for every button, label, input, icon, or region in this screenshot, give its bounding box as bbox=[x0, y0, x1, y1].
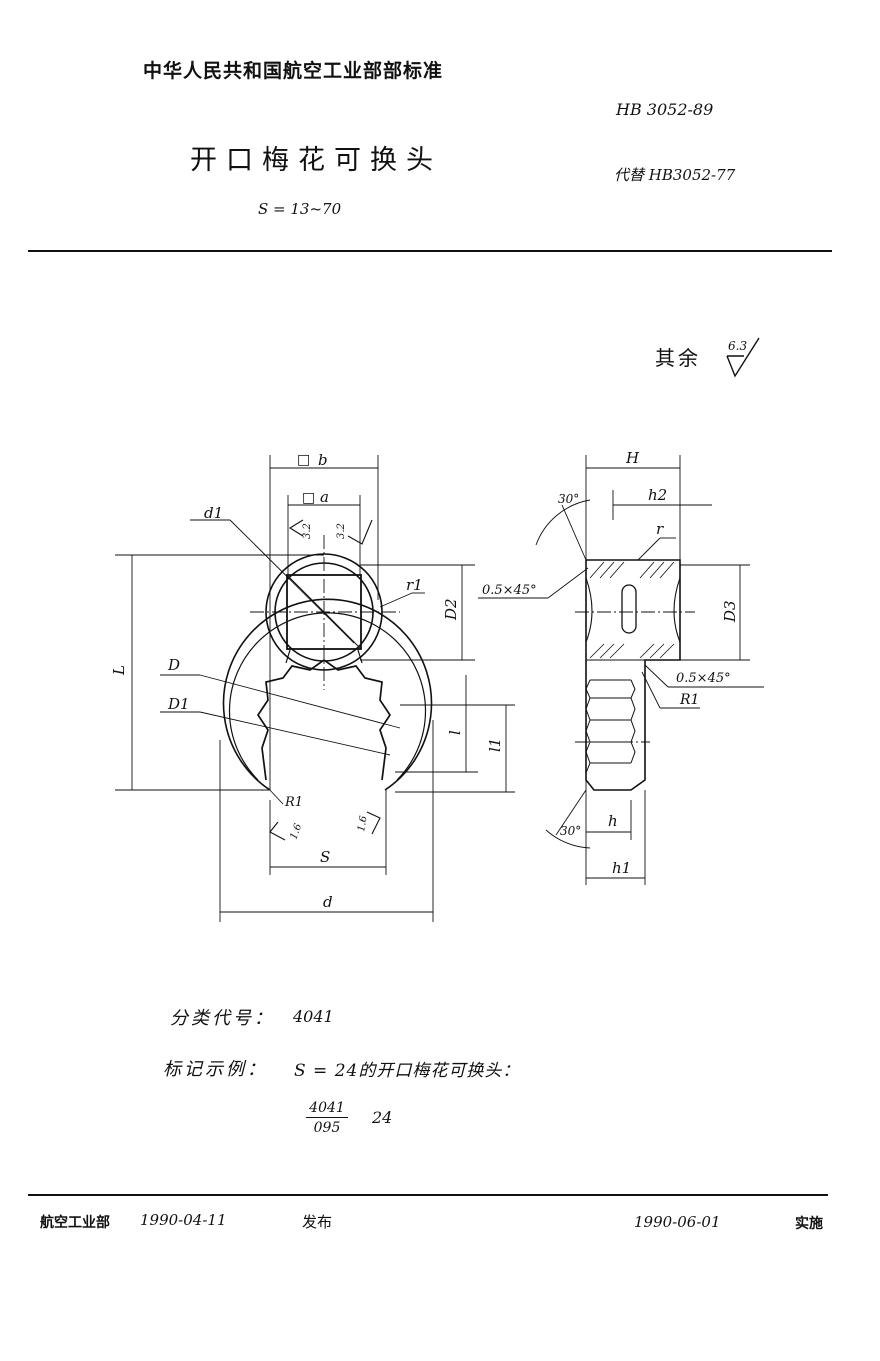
dim-b: b bbox=[318, 451, 328, 469]
size-range: S = 13~70 bbox=[258, 200, 342, 218]
classification-code: 4041 bbox=[293, 1007, 334, 1026]
dim-D2: D2 bbox=[442, 598, 460, 621]
dim-h2: h2 bbox=[648, 486, 667, 504]
rough-1-6-right: 1.6 bbox=[356, 814, 370, 832]
standard-number: HB 3052-89 bbox=[616, 100, 714, 119]
dim-R1: R1 bbox=[284, 795, 303, 810]
dim-l: l bbox=[446, 730, 464, 735]
dim-h1: h1 bbox=[612, 859, 631, 877]
side-view-dimensions bbox=[478, 455, 764, 885]
technical-drawing: □ b □ a d1 r1 D2 L D D1 l l1 R1 S d 3.2 … bbox=[110, 449, 764, 922]
footer-issuer: 航空工业部 bbox=[40, 1215, 110, 1231]
footer-implement-word: 实施 bbox=[795, 1216, 823, 1232]
footer-issue-word: 发布 bbox=[302, 1213, 333, 1231]
roughness-rest-label: 其余 bbox=[655, 346, 701, 370]
document-title: 开口梅花可换头 bbox=[190, 145, 442, 176]
dim-chamfer-top: 0.5×45° bbox=[482, 583, 537, 598]
dim-r: r bbox=[656, 520, 664, 538]
dim-d1: d1 bbox=[204, 504, 223, 522]
front-view bbox=[222, 553, 433, 791]
dim-angle-top: 30° bbox=[558, 492, 579, 506]
dim-l1: l1 bbox=[486, 738, 504, 752]
replaces-standard: 代替 HB3052-77 bbox=[614, 166, 736, 184]
svg-text:□: □ bbox=[302, 490, 315, 506]
svg-text:□: □ bbox=[297, 452, 310, 468]
dim-angle-bottom: 30° bbox=[560, 824, 581, 838]
header-rule bbox=[28, 250, 832, 252]
dim-D3: D3 bbox=[721, 600, 739, 623]
rough-3-2-left: 3.2 bbox=[302, 523, 313, 539]
rough-3-2-right: 3.2 bbox=[336, 523, 347, 539]
dim-d: d bbox=[323, 893, 333, 911]
side-view bbox=[585, 559, 681, 791]
dim-a: a bbox=[320, 488, 329, 506]
footer-rule bbox=[28, 1194, 828, 1196]
dim-chamfer-bottom: 0.5×45° bbox=[676, 671, 731, 686]
marking-fraction: 4041 095 bbox=[306, 1100, 348, 1136]
roughness-value: 6.3 bbox=[728, 339, 747, 353]
dim-L: L bbox=[110, 665, 128, 676]
dim-D: D bbox=[167, 656, 180, 674]
footer-implement-date: 1990-06-01 bbox=[634, 1213, 721, 1231]
marking-example-label: 标记示例： bbox=[163, 1059, 268, 1080]
footer-issue-date: 1990-04-11 bbox=[140, 1211, 227, 1229]
dim-r1: r1 bbox=[406, 576, 423, 594]
side-view-hatching bbox=[589, 561, 675, 659]
marking-size: 24 bbox=[372, 1108, 393, 1127]
marking-numerator: 4041 bbox=[306, 1100, 348, 1118]
front-view-dimensions bbox=[115, 455, 515, 922]
marking-denominator: 095 bbox=[313, 1120, 341, 1136]
issuing-organization: 中华人民共和国航空工业部部标准 bbox=[143, 60, 444, 82]
dim-D1: D1 bbox=[167, 695, 190, 713]
dim-h: h bbox=[608, 812, 618, 830]
marking-example-text: S = 24的开口梅花可换头： bbox=[294, 1061, 521, 1081]
rough-1-6-left: 1.6 bbox=[288, 822, 304, 841]
roughness-symbol: 6.3 bbox=[725, 336, 769, 386]
front-roughness-marks bbox=[269, 519, 381, 841]
classification-label: 分类代号： bbox=[170, 1008, 275, 1029]
side-view-labels: H h2 30° r 0.5×45° D3 0.5×45° R1 30° h h… bbox=[482, 449, 739, 877]
front-view-labels: □ b □ a d1 r1 D2 L D D1 l l1 R1 S d 3.2 … bbox=[110, 451, 504, 911]
dim-S: S bbox=[320, 848, 330, 866]
dim-H: H bbox=[625, 449, 640, 467]
dim-R1-side: R1 bbox=[679, 692, 699, 708]
